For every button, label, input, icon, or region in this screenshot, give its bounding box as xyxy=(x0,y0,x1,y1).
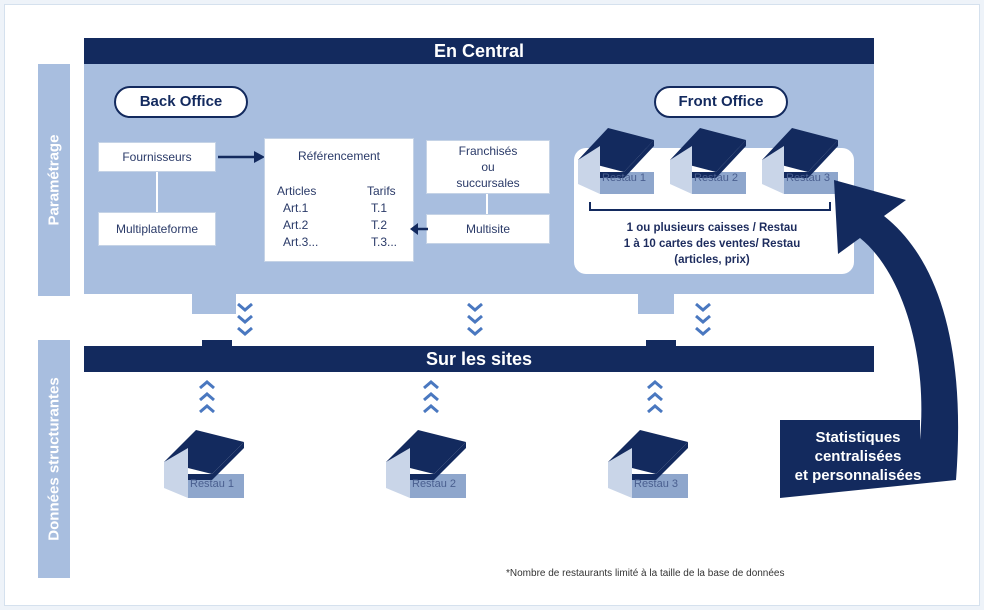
en-central-title: En Central xyxy=(433,41,525,61)
front-house-label-1: Restau 1 xyxy=(602,172,647,184)
article-3: Art.3... xyxy=(283,235,319,249)
arrow-left-icon xyxy=(410,223,428,235)
chevrons-down-icon xyxy=(695,302,711,336)
connector-line xyxy=(156,172,158,212)
referencement-box: Référencement Articles Tarifs Art.1 Art.… xyxy=(264,138,414,262)
multisite-box: Multisite xyxy=(426,214,550,244)
site-house-label-2: Restau 2 xyxy=(412,478,457,490)
front-office-label: Front Office xyxy=(654,86,788,118)
house-icon xyxy=(608,430,688,498)
article-1: Art.1 xyxy=(283,201,309,215)
statistiques-text: Statistiques centralisées et personnalis… xyxy=(782,428,934,485)
side-label-donnees-structurantes: Données structurantes xyxy=(38,340,70,578)
articles-header: Articles xyxy=(277,184,317,198)
chevrons-up-icon xyxy=(199,380,215,414)
stats-line-1: Statistiques xyxy=(815,429,901,446)
house-icon xyxy=(164,430,244,498)
chevrons-up-icon xyxy=(423,380,439,414)
curved-arrow-icon xyxy=(780,180,959,498)
article-2: Art.2 xyxy=(283,218,309,232)
front-office-text: 1 ou plusieurs caisses / Restau 1 à 10 c… xyxy=(590,220,834,268)
connector-line xyxy=(486,194,488,214)
franchises-line-2: ou xyxy=(481,160,495,174)
multiplateforme-box: Multiplateforme xyxy=(98,212,216,246)
arrow-right-icon xyxy=(218,151,265,163)
front-text-line-2: 1 à 10 cartes des ventes/ Restau xyxy=(623,238,801,250)
stats-line-3: et personnalisées xyxy=(794,467,922,484)
franchises-line-1: Franchisés xyxy=(458,144,518,158)
franchises-line-3: succursales xyxy=(456,176,520,190)
sur-les-sites-bar: Sur les sites xyxy=(84,346,874,372)
house-icon xyxy=(762,128,838,194)
site-house-label-1: Restau 1 xyxy=(190,478,235,490)
house-icon xyxy=(670,128,746,194)
front-house-label-3: Restau 3 xyxy=(786,172,831,184)
chevrons-down-icon xyxy=(467,302,483,336)
tarif-1: T.1 xyxy=(371,201,388,215)
bracket-line xyxy=(589,202,831,211)
stats-line-2: centralisées xyxy=(814,448,902,465)
front-text-line-1: 1 ou plusieurs caisses / Restau xyxy=(626,222,798,234)
panel-tab-left xyxy=(192,294,236,314)
en-central-bar: En Central xyxy=(84,38,874,64)
chevrons-up-icon xyxy=(647,380,663,414)
tarifs-header: Tarifs xyxy=(367,184,396,198)
site-house-label-3: Restau 3 xyxy=(634,478,679,490)
front-text-line-3: (articles, prix) xyxy=(674,254,750,266)
footnote: *Nombre de restaurants limité à la taill… xyxy=(506,568,785,579)
tarif-2: T.2 xyxy=(371,218,388,232)
fournisseurs-box: Fournisseurs xyxy=(98,142,216,172)
sur-les-sites-title: Sur les sites xyxy=(425,349,533,369)
chevrons-down-icon xyxy=(237,302,253,336)
referencement-title: Référencement xyxy=(297,149,381,163)
house-icon xyxy=(578,128,654,194)
house-icon xyxy=(386,430,466,498)
front-house-label-2: Restau 2 xyxy=(694,172,739,184)
back-office-label: Back Office xyxy=(114,86,248,118)
side-label-parametrage: Paramétrage xyxy=(38,64,70,296)
franchises-box: Franchisés ou succursales xyxy=(426,140,550,194)
tarif-3: T.3... xyxy=(371,235,398,249)
panel-tab-right xyxy=(638,294,674,314)
